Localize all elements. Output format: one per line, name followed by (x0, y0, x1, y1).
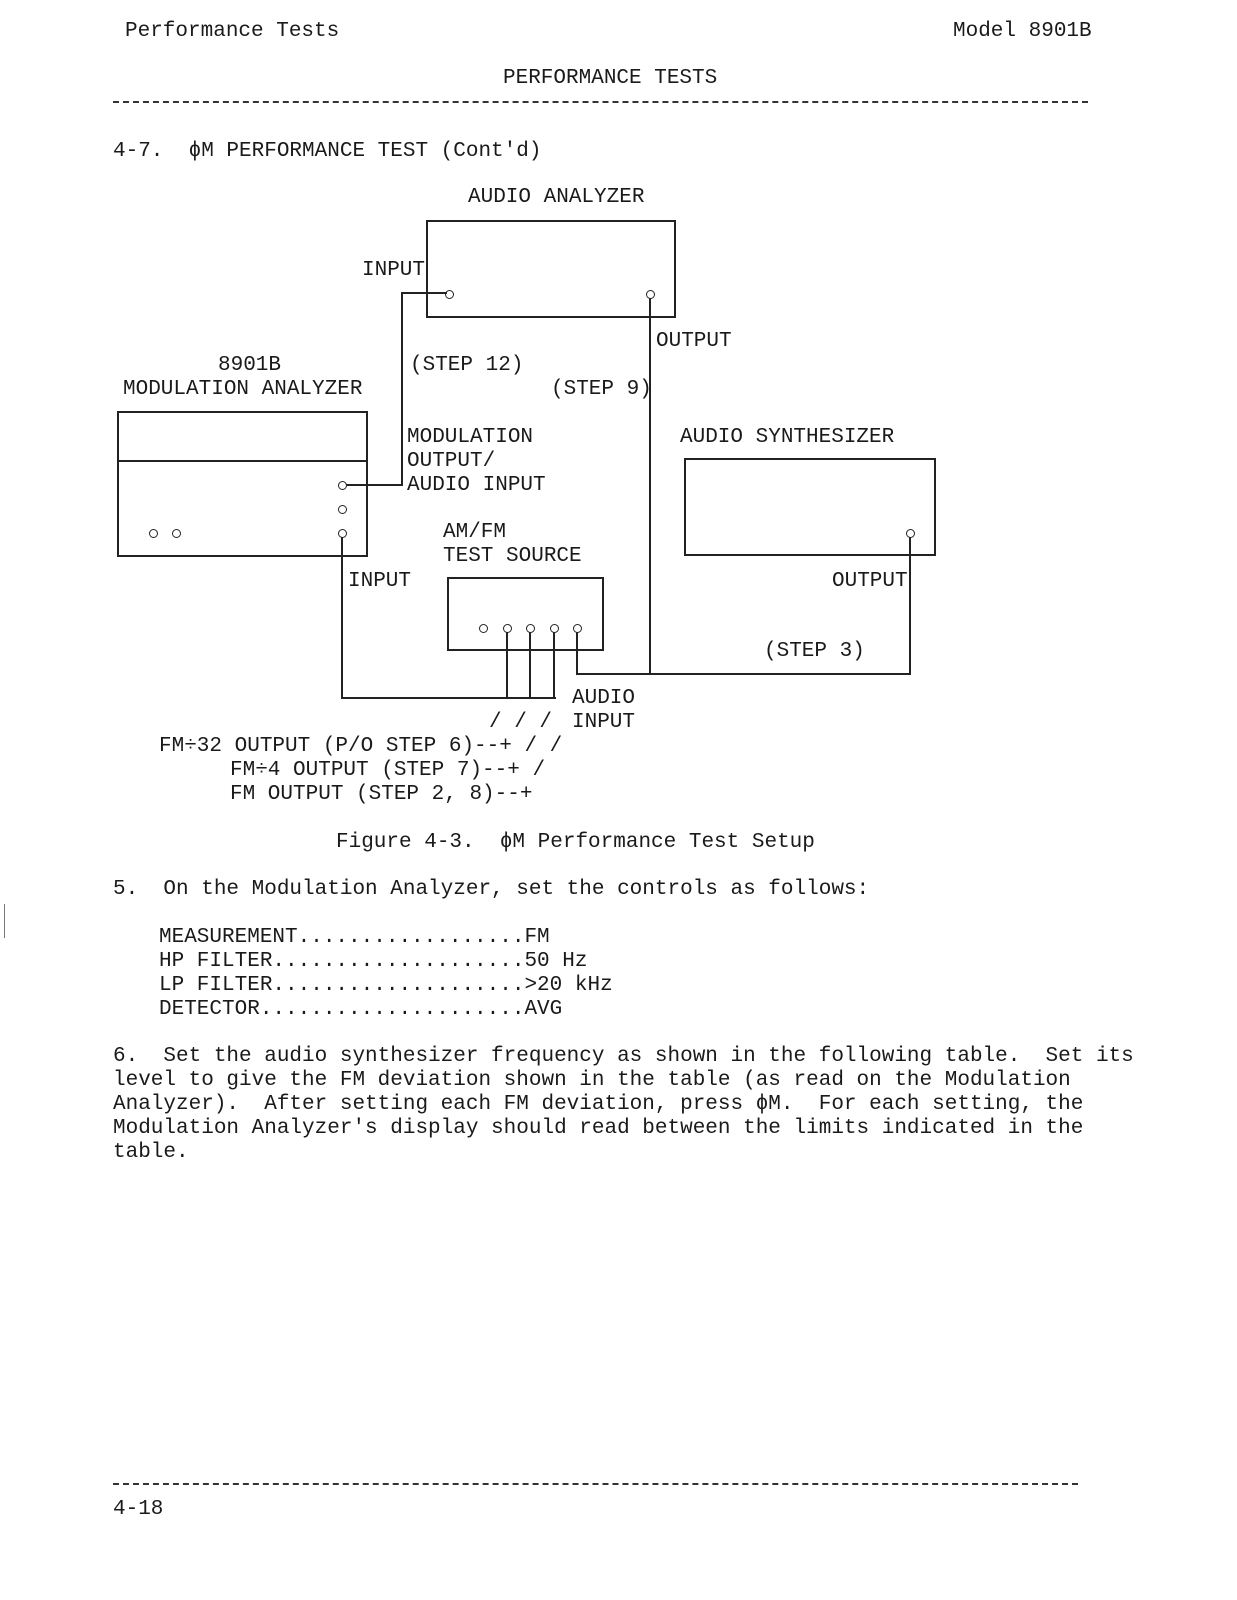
test-source-box (447, 577, 604, 651)
audio-analyzer-input-label: INPUT (362, 259, 426, 282)
audio-synthesizer-label: AUDIO SYNTHESIZER (680, 426, 895, 449)
step-6-line: 6. Set the audio synthesizer frequency a… (113, 1045, 1134, 1068)
modulation-analyzer-model: 8901B (218, 354, 282, 377)
step-3-label: (STEP 3) (764, 640, 865, 663)
modulation-analyzer-jack (149, 529, 158, 538)
leader-slashes: / / / (489, 711, 553, 734)
test-source-jack (479, 624, 488, 633)
step-12-label: (STEP 12) (410, 354, 524, 377)
section-title: 4-7. ϕM PERFORMANCE TEST (Cont'd) (113, 140, 542, 163)
audio-input-label-2: INPUT (572, 711, 636, 734)
wire-step12 (346, 484, 403, 486)
step-6-line: table. (113, 1141, 189, 1164)
modulation-analyzer-label: MODULATION ANALYZER (123, 378, 363, 401)
modulation-analyzer-jack (338, 505, 347, 514)
test-source-label-2: TEST SOURCE (443, 545, 582, 568)
fm-div4-output-label: FM÷4 OUTPUT (STEP 7)--+ / (230, 759, 546, 782)
running-header-right: Model 8901B (953, 20, 1092, 43)
wire-fm-output (553, 632, 555, 699)
running-header-left: Performance Tests (125, 20, 340, 43)
modulation-analyzer-input-label: INPUT (348, 570, 412, 593)
setting-lp-filter: LP FILTER....................>20 kHz (159, 974, 613, 997)
wire-fm-output (341, 537, 343, 699)
wire-step9 (649, 298, 651, 675)
modulation-output-label-2: OUTPUT/ (407, 450, 496, 473)
margin-mark (4, 904, 5, 938)
audio-synthesizer-output-label: OUTPUT (832, 570, 908, 593)
step-6-line: level to give the FM deviation shown in … (113, 1069, 1071, 1092)
step-6-line: Analyzer). After setting each FM deviati… (113, 1093, 1084, 1116)
setting-measurement: MEASUREMENT..................FM (159, 926, 550, 949)
wire-fm-output (341, 697, 556, 699)
audio-analyzer-label: AUDIO ANALYZER (468, 186, 645, 209)
wire-audio-input (576, 632, 578, 675)
modulation-output-label-3: AUDIO INPUT (407, 474, 546, 497)
header-title: PERFORMANCE TESTS (503, 67, 718, 90)
setting-hp-filter: HP FILTER....................50 Hz (159, 950, 588, 973)
fm-output-label: FM OUTPUT (STEP 2, 8)--+ (230, 783, 533, 806)
audio-input-label-1: AUDIO (572, 687, 636, 710)
page-number: 4-18 (113, 1498, 164, 1521)
wire-step3 (577, 673, 911, 675)
figure-caption: Figure 4-3. ϕM Performance Test Setup (336, 831, 815, 854)
wire-step3 (909, 537, 911, 675)
fm-div32-output-label: FM÷32 OUTPUT (P/O STEP 6)--+ / / (159, 735, 563, 758)
step-9-label: (STEP 9) (551, 378, 652, 401)
audio-analyzer-input-jack (445, 290, 454, 299)
audio-synthesizer-box (684, 458, 936, 556)
modulation-output-label-1: MODULATION (407, 426, 534, 449)
audio-analyzer-box (426, 220, 676, 318)
modulation-analyzer-jack (172, 529, 181, 538)
header-divider (113, 101, 1088, 103)
footer-divider (113, 1483, 1078, 1485)
test-source-label-1: AM/FM (443, 521, 507, 544)
wire-fm-div4 (529, 632, 531, 699)
step-5-text: 5. On the Modulation Analyzer, set the c… (113, 878, 870, 901)
wire-step12 (401, 292, 447, 294)
step-6-line: Modulation Analyzer's display should rea… (113, 1117, 1084, 1140)
modulation-analyzer-display-divider (117, 460, 368, 462)
wire-step12 (401, 292, 403, 486)
setting-detector: DETECTOR.....................AVG (159, 998, 563, 1021)
audio-analyzer-output-label: OUTPUT (656, 330, 732, 353)
wire-fm-div32 (506, 632, 508, 699)
